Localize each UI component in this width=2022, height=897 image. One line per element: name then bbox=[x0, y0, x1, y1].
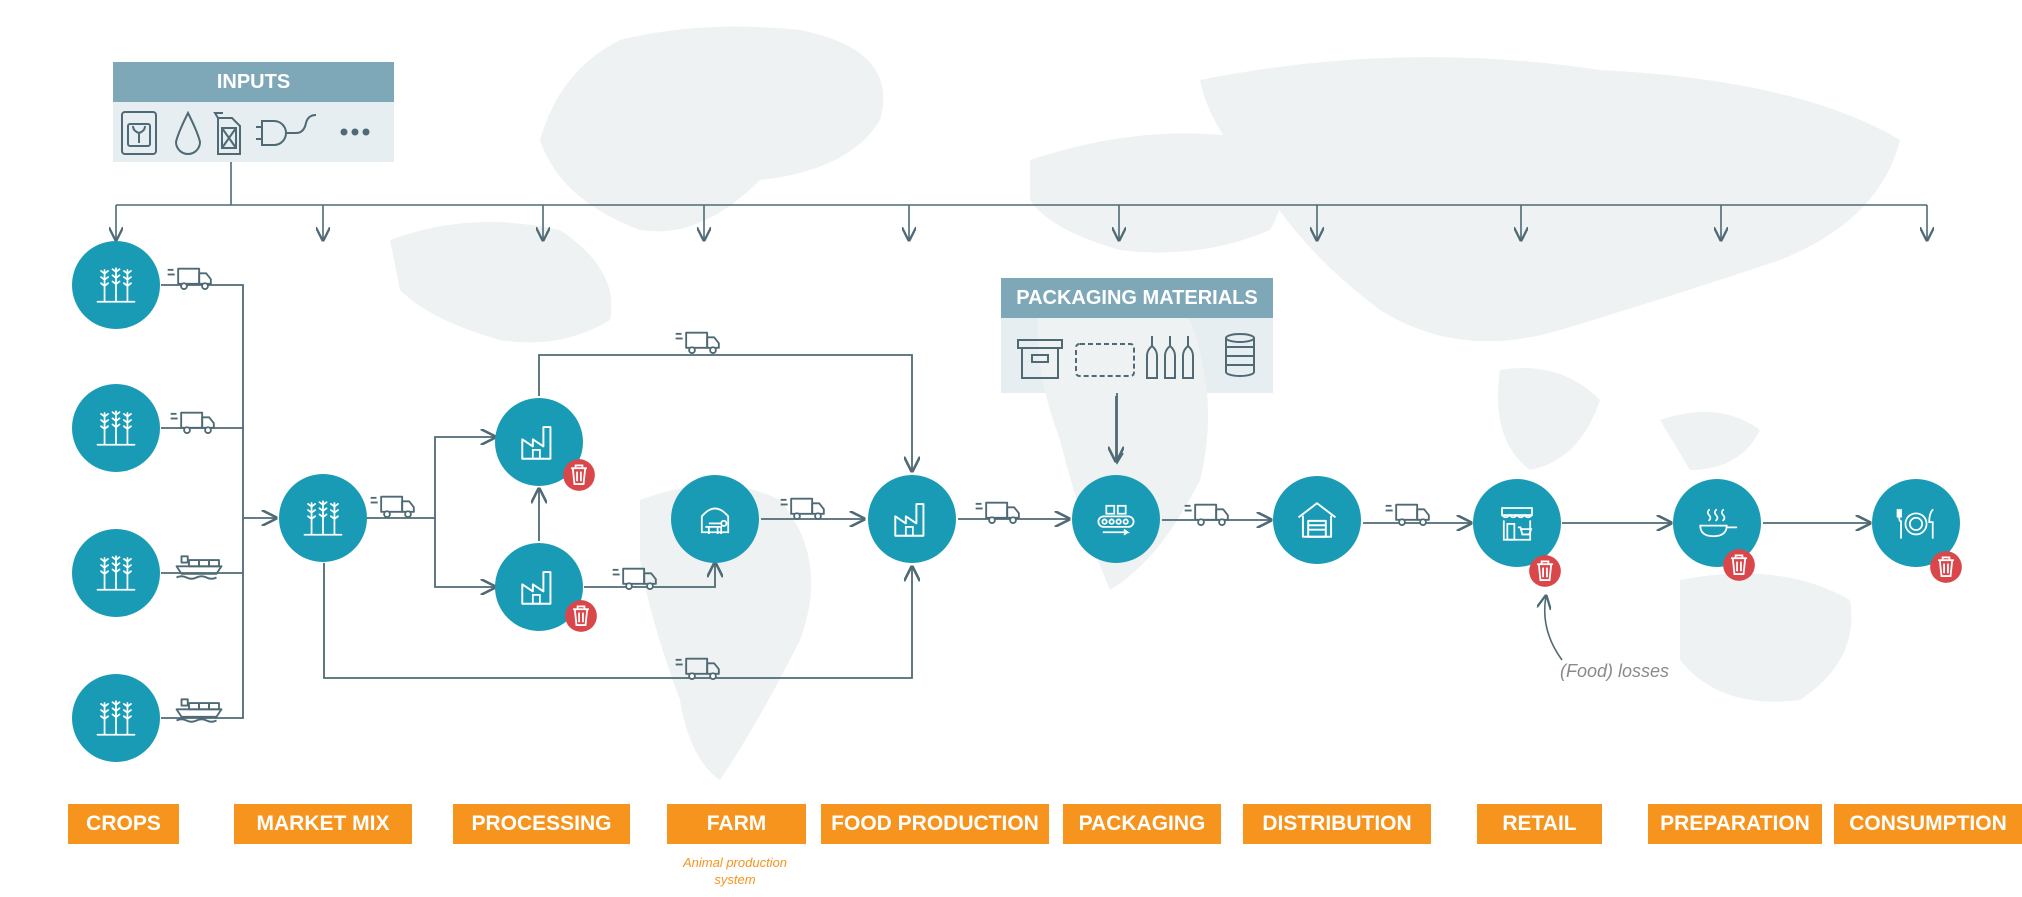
seed-bag-icon bbox=[121, 111, 157, 155]
trash-icon bbox=[1929, 550, 1963, 584]
stage-label-farm: FARM bbox=[667, 804, 806, 844]
inputs-box-header: INPUTS bbox=[113, 62, 394, 102]
crop-node-2 bbox=[72, 384, 160, 472]
crop-node-3 bbox=[72, 529, 160, 617]
bottles-icon bbox=[1146, 336, 1194, 379]
stage-label-food-production: FOOD PRODUCTION bbox=[821, 804, 1049, 844]
flow-connectors bbox=[161, 284, 1870, 719]
stage-label-crops: CROPS bbox=[68, 804, 179, 844]
truck-icon bbox=[170, 411, 215, 435]
crop-node-4 bbox=[72, 674, 160, 762]
trash-icon bbox=[1528, 554, 1562, 588]
truck-icon bbox=[975, 501, 1020, 525]
food-losses-label: (Food) losses bbox=[1560, 661, 1670, 681]
packaging-arrow bbox=[1110, 393, 1124, 465]
stage-label-retail: RETAIL bbox=[1477, 804, 1602, 844]
processing-node-upper bbox=[495, 398, 583, 486]
water-drop-icon bbox=[174, 110, 202, 155]
inputs-distribution bbox=[116, 162, 1927, 240]
trash-icon bbox=[1722, 548, 1756, 582]
box-icon bbox=[1017, 339, 1063, 379]
stage-label-consumption: CONSUMPTION bbox=[1834, 804, 2022, 844]
consumption-node bbox=[1872, 479, 1960, 567]
packaging-icons bbox=[1017, 333, 1255, 379]
inputs-title: INPUTS bbox=[216, 70, 291, 93]
distribution-node bbox=[1273, 476, 1361, 564]
fuel-can-icon bbox=[213, 112, 241, 155]
stage-label-distribution: DISTRIBUTION bbox=[1243, 804, 1431, 844]
packaging-materials-header: PACKAGING MATERIALS bbox=[1001, 278, 1273, 318]
more-icon bbox=[340, 128, 370, 136]
can-icon bbox=[1225, 333, 1255, 377]
preparation-node bbox=[1673, 479, 1761, 567]
packaging-node bbox=[1072, 475, 1160, 563]
truck-icon bbox=[675, 331, 720, 355]
wrap-icon bbox=[1075, 343, 1135, 377]
truck-icon bbox=[1184, 503, 1229, 527]
truck-icon bbox=[370, 495, 415, 519]
food-production-node bbox=[868, 475, 956, 563]
crop-node-1 bbox=[72, 241, 160, 329]
trash-icon bbox=[562, 458, 596, 492]
trash-icon bbox=[564, 599, 598, 633]
stage-label-packaging: PACKAGING bbox=[1063, 804, 1221, 844]
truck-icon bbox=[1385, 503, 1430, 527]
power-plug-icon bbox=[256, 114, 317, 146]
retail-node bbox=[1473, 479, 1561, 567]
farm-node bbox=[671, 475, 759, 563]
ship-icon bbox=[175, 555, 223, 580]
processing-node-lower bbox=[495, 543, 583, 631]
market-mix-node bbox=[279, 474, 367, 562]
losses-pointer bbox=[1545, 596, 1563, 661]
truck-icon bbox=[167, 267, 212, 291]
stage-label-market-mix: MARKET MIX bbox=[234, 804, 412, 844]
stage-label-preparation: PREPARATION bbox=[1648, 804, 1822, 844]
world-map-backdrop bbox=[390, 26, 1900, 780]
inputs-icons bbox=[121, 110, 370, 155]
packaging-materials-title: PACKAGING MATERIALS bbox=[1016, 286, 1258, 309]
farm-subnote: Animal production system bbox=[682, 855, 788, 887]
stage-label-processing: PROCESSING bbox=[453, 804, 630, 844]
